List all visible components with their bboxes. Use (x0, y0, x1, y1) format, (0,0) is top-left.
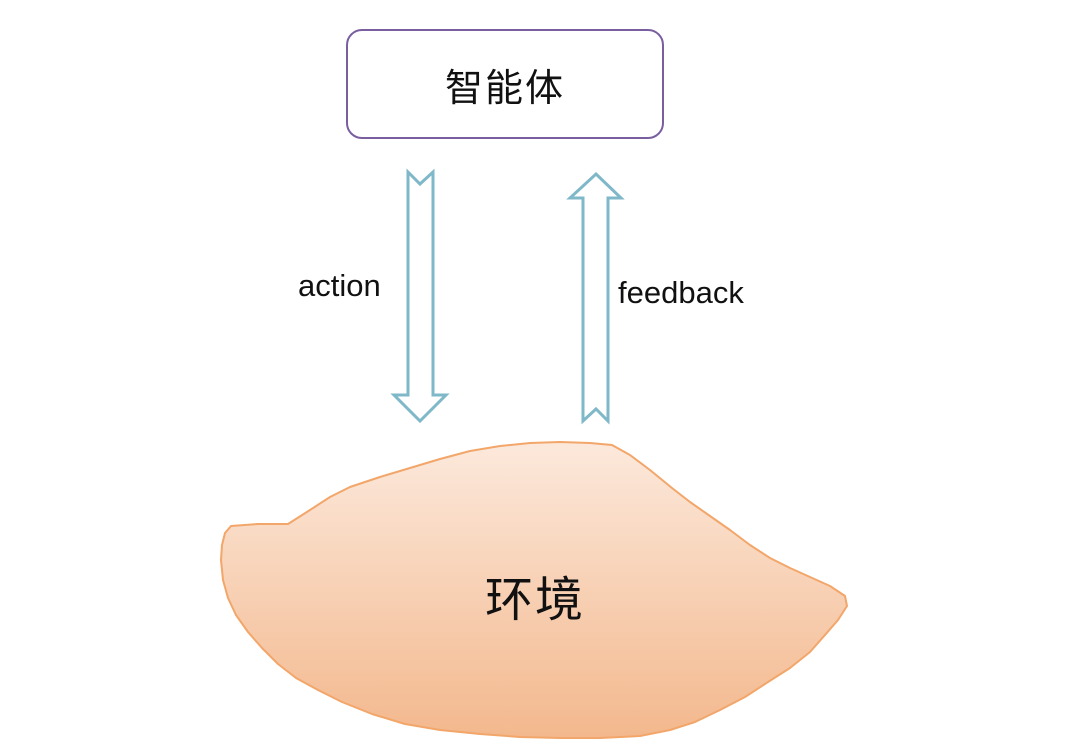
feedback-label: feedback (618, 275, 744, 310)
feedback-arrow (566, 171, 625, 425)
action-arrow (390, 168, 450, 424)
agent-label: 智能体 (444, 65, 565, 110)
environment-shape (220, 441, 848, 739)
agent-box: 智能体 (346, 29, 664, 139)
environment-label: 环境 (484, 572, 585, 628)
action-label: action (298, 268, 381, 303)
